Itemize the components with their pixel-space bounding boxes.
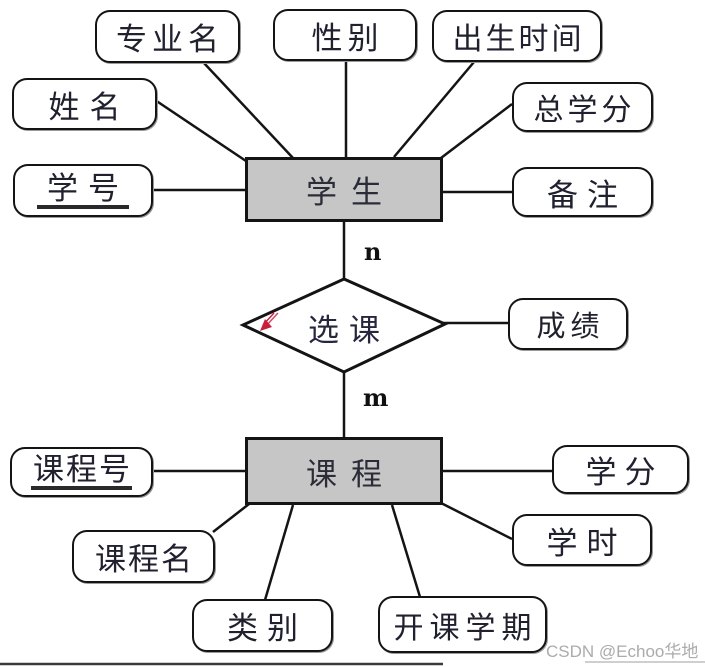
red-cursor-icon [260, 312, 279, 331]
attribute-name: 姓名 [12, 78, 157, 130]
attribute-credits: 学分 [552, 445, 689, 494]
attribute-gender: 性别 [273, 9, 417, 61]
csdn-watermark: CSDN @Echoo华地 [546, 642, 699, 661]
cardinality-m: m [363, 383, 389, 412]
attribute-class-hours: 学时 [512, 514, 652, 566]
relationship-diamond [239, 277, 449, 374]
attribute-student-id: 学号 [13, 164, 153, 217]
attribute-category: 类别 [192, 599, 333, 652]
attribute-label: 课程名 [95, 542, 194, 577]
attribute-course-id: 课程号 [10, 447, 153, 497]
line-tcredit-student [440, 103, 513, 159]
line-name-student [154, 98, 250, 165]
entity-label: 学生 [306, 175, 396, 210]
entity-student: 学生 [245, 157, 443, 222]
attribute-label: 备注 [547, 177, 627, 213]
attribute-label: 学分 [585, 455, 664, 490]
attribute-label: 出生时间 [452, 23, 585, 56]
line-course-category [263, 504, 295, 601]
attribute-label: 总学分 [533, 94, 636, 127]
attribute-label: 专业名 [116, 22, 224, 57]
line-course-semester [390, 504, 422, 598]
attribute-label: 性别 [311, 20, 384, 56]
entity-course: 课程 [245, 437, 443, 505]
attribute-remarks: 备注 [512, 167, 653, 217]
line-birth-student [393, 61, 475, 158]
relationship-label: 选课 [244, 306, 444, 348]
attribute-semester: 开课学期 [378, 596, 547, 653]
attribute-label: 学时 [546, 525, 627, 561]
attribute-label: 成绩 [536, 311, 605, 343]
attribute-label: 类别 [227, 611, 307, 646]
attribute-score: 成绩 [508, 298, 628, 350]
bottom-edge-strip [0, 661, 705, 666]
attribute-major: 专业名 [95, 10, 240, 63]
attribute-birth-time: 出生时间 [432, 10, 602, 62]
cardinality-n: n [364, 237, 382, 266]
attribute-label: 开课学期 [393, 611, 538, 645]
relationship-text: 选课 [308, 312, 390, 348]
line-course-cname [212, 503, 250, 533]
attribute-total-credits: 总学分 [512, 82, 653, 132]
attribute-course-name: 课程名 [72, 530, 215, 583]
primary-key-label: 课程号 [31, 454, 132, 490]
primary-key-label: 学号 [37, 173, 129, 209]
entity-label: 课程 [306, 456, 396, 492]
line-course-hours [440, 501, 513, 541]
line-major-student [202, 61, 294, 159]
attribute-label: 姓名 [48, 89, 131, 125]
